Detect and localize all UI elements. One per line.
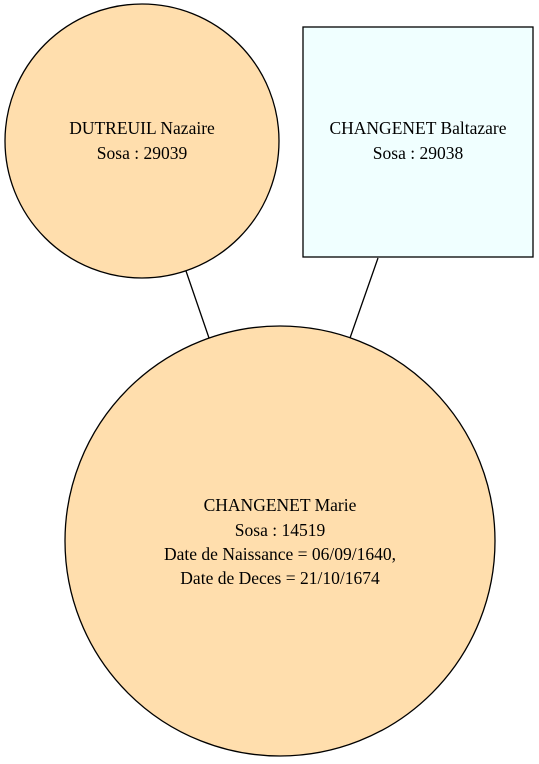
edge-father-to-subject [349,257,379,339]
node-changenet-marie[interactable]: CHANGENET Marie Sosa : 14519 Date de Nai… [64,325,496,757]
node-mother-shape [4,3,280,279]
node-mother-sosa: Sosa : 29039 [97,143,188,163]
node-father-shape [302,26,534,258]
node-dutreuil-nazaire[interactable]: DUTREUIL Nazaire Sosa : 29039 [4,3,280,279]
node-subject-sosa: Sosa : 14519 [235,520,326,540]
edge-mother-to-subject [185,270,210,339]
node-subject-death: Date de Deces = 21/10/1674 [180,568,380,588]
node-changenet-baltazare[interactable]: CHANGENET Baltazare Sosa : 29038 [302,26,534,258]
node-subject-shape [64,325,496,757]
node-father-sosa: Sosa : 29038 [373,143,464,163]
node-subject-birth: Date de Naissance = 06/09/1640, [164,544,396,564]
node-mother-name: DUTREUIL Nazaire [69,118,215,138]
node-father-name: CHANGENET Baltazare [329,118,506,138]
node-subject-name: CHANGENET Marie [204,495,357,515]
